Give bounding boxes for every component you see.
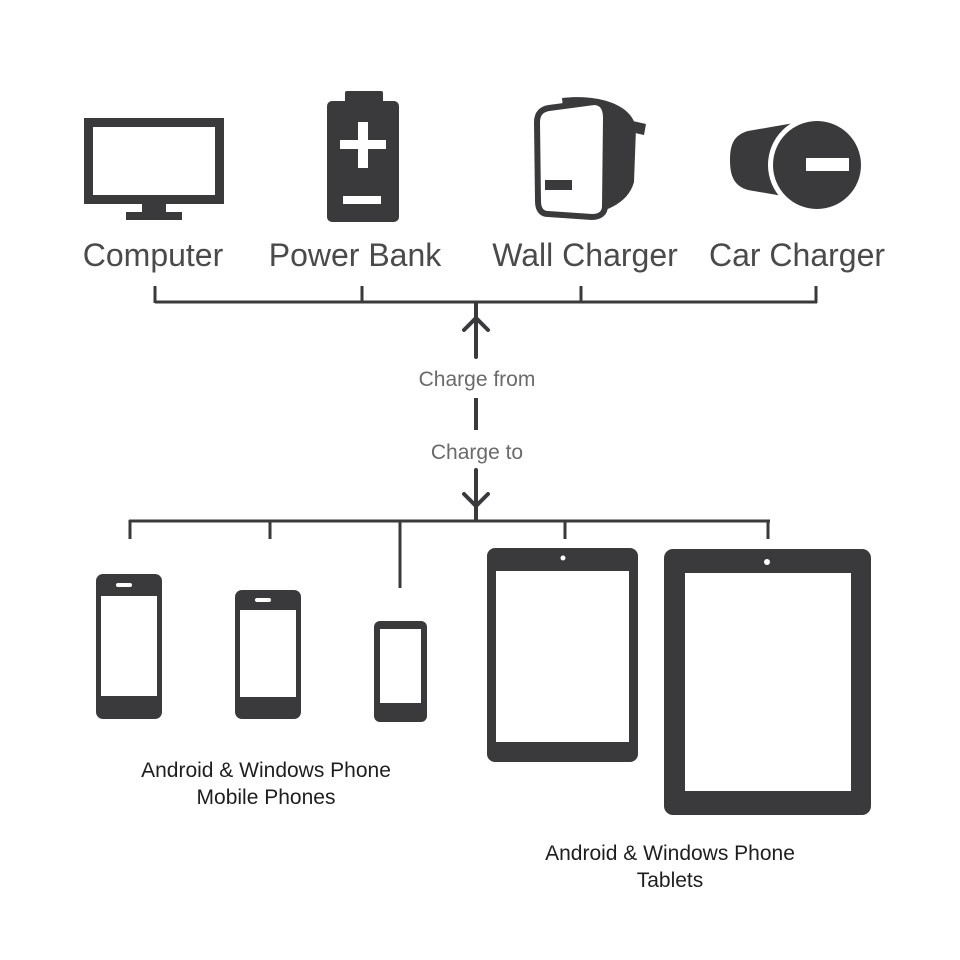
monitor-icon [84,118,224,220]
tablet-icon [664,549,871,815]
car-charger-icon [730,116,866,214]
source-label-car-charger: Car Charger [709,237,885,273]
source-bracket [153,286,818,304]
charge-from-label: Charge from [419,368,536,391]
tablets-label-line2: Tablets [637,869,704,892]
down-arrow-icon [462,468,490,522]
battery-icon [327,91,399,222]
phone-icon [235,590,301,719]
source-label-power-bank: Power Bank [269,237,443,273]
phone-icon [96,574,162,719]
phones-label-line2: Mobile Phones [197,786,336,809]
wall-charger-icon [533,97,646,221]
up-arrow-icon [462,302,490,359]
phones-label-line1: Android & Windows Phone [141,759,391,782]
target-bracket [128,519,770,588]
phone-icon [374,621,427,722]
tablet-icon [487,548,638,762]
source-label-computer: Computer [83,237,224,273]
tablets-label-line1: Android & Windows Phone [545,842,795,865]
source-label-wall-charger: Wall Charger [492,237,678,273]
charge-to-label: Charge to [431,441,523,464]
